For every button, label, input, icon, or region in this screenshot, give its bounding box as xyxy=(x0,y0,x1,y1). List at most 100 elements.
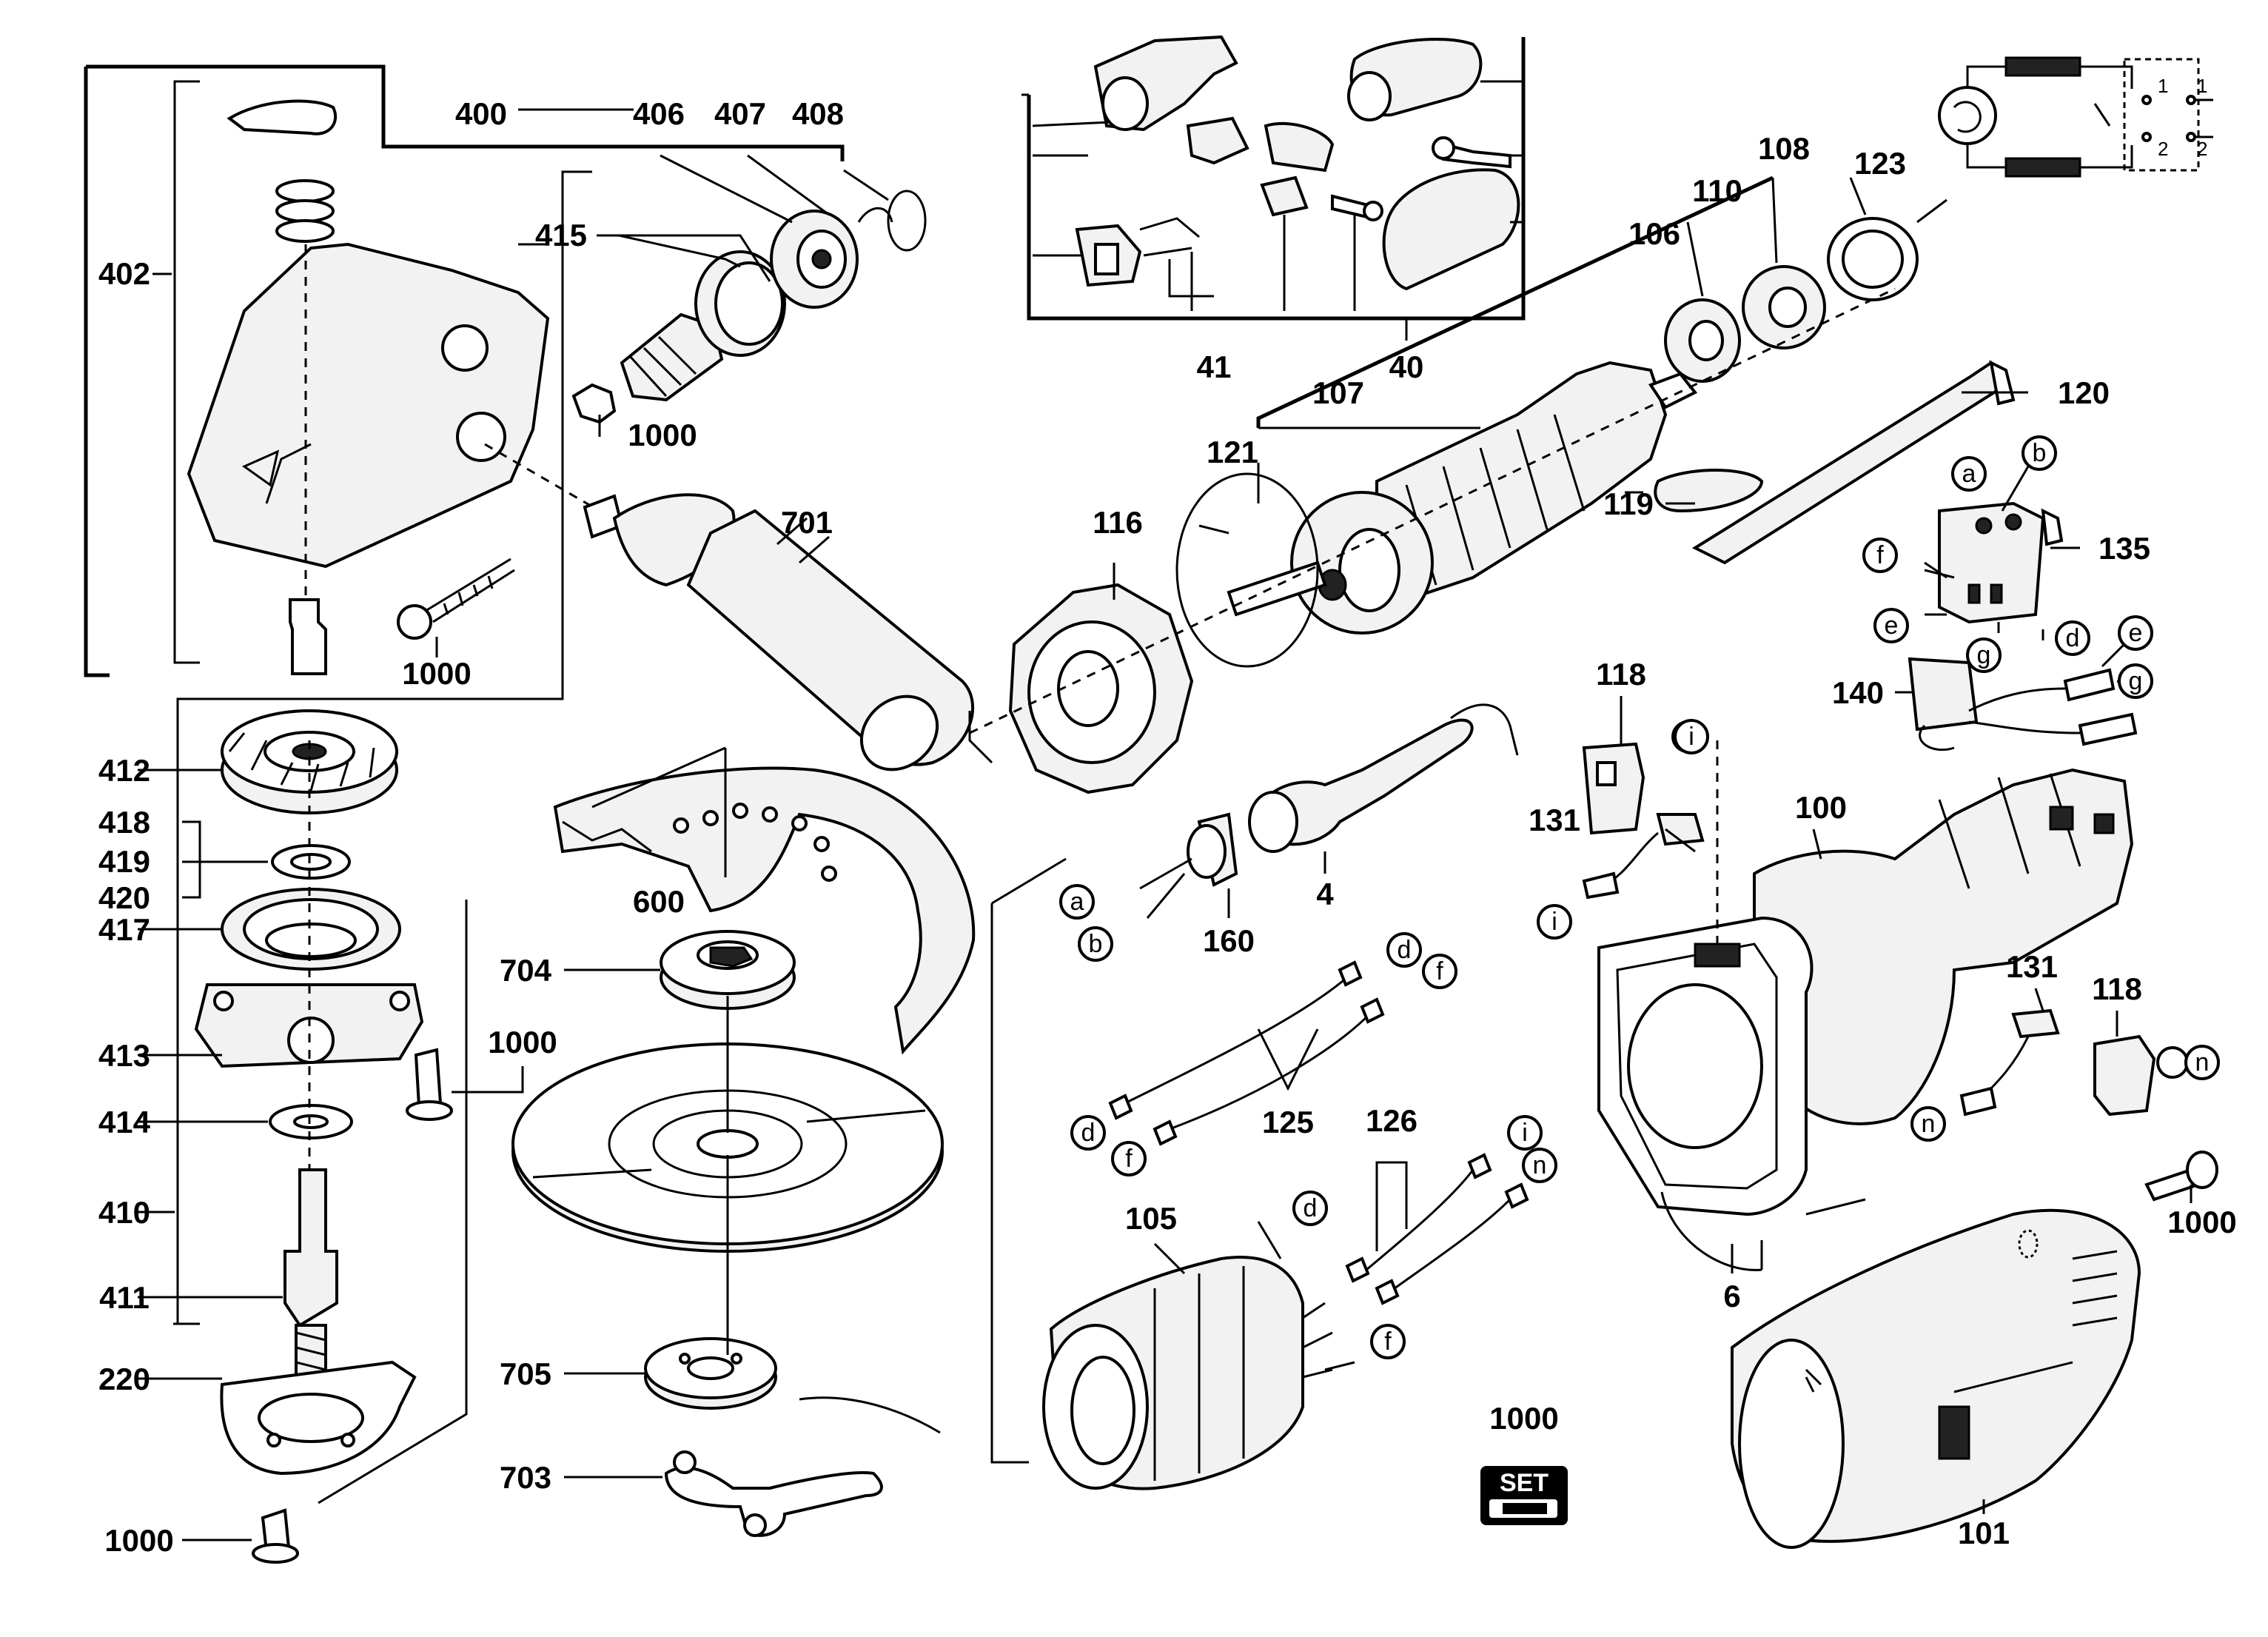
label-119: 119 xyxy=(1603,486,1654,521)
pinion-bearing xyxy=(694,250,786,357)
svg-text:f: f xyxy=(1436,957,1443,985)
part-number-labels: 400 402 406 407 408 415 1000 1000 701 41… xyxy=(98,96,2237,1558)
label-120: 120 xyxy=(2058,375,2110,410)
label-220: 220 xyxy=(98,1362,150,1396)
motor-housing xyxy=(1582,696,2189,1273)
wiring-schematic xyxy=(1938,56,2213,178)
brush-holder-group xyxy=(1021,35,1526,341)
wire-harness xyxy=(1108,960,1529,1305)
label-140: 140 xyxy=(1832,675,1884,710)
label-135: 135 xyxy=(2098,531,2150,566)
pin xyxy=(289,598,327,675)
terminal-2b: 2 xyxy=(2197,138,2207,160)
svg-text:i: i xyxy=(1688,723,1694,751)
cover-cap xyxy=(227,99,338,135)
label-701: 701 xyxy=(781,505,833,540)
label-406: 406 xyxy=(633,96,685,131)
label-105: 105 xyxy=(1125,1201,1177,1236)
svg-text:f: f xyxy=(1876,541,1884,569)
circlip xyxy=(887,190,927,252)
label-402: 402 xyxy=(98,256,150,291)
label-411: 411 xyxy=(99,1280,150,1315)
label-415: 415 xyxy=(535,218,587,252)
label-126: 126 xyxy=(1366,1103,1418,1138)
label-412: 412 xyxy=(98,753,150,788)
connector-f3: f xyxy=(1111,1141,1147,1176)
svg-text:e: e xyxy=(1885,612,1899,640)
label-160: 160 xyxy=(1203,923,1255,958)
label-1000-set: 1000 xyxy=(1489,1401,1558,1436)
label-1000-bottom: 1000 xyxy=(104,1523,173,1558)
screw-set-badge: SET xyxy=(1480,1466,1568,1525)
label-118-right: 118 xyxy=(2092,971,2142,1006)
label-413: 413 xyxy=(98,1038,150,1073)
label-110: 110 xyxy=(1692,173,1742,208)
label-107: 107 xyxy=(1312,375,1364,410)
label-121: 121 xyxy=(1207,435,1258,469)
label-123: 123 xyxy=(1854,146,1906,181)
label-414: 414 xyxy=(98,1105,151,1139)
svg-text:i: i xyxy=(1551,908,1557,936)
label-705: 705 xyxy=(500,1356,551,1391)
svg-text:n: n xyxy=(2195,1048,2210,1077)
connector-b2: b xyxy=(1078,926,1113,962)
label-417: 417 xyxy=(98,912,150,947)
label-400: 400 xyxy=(455,96,507,131)
connector-markers: a b f e g d e g i i n n a b d f d f i n … xyxy=(1059,435,2220,1359)
label-420: 420 xyxy=(98,880,150,915)
svg-text:b: b xyxy=(1089,930,1103,958)
label-131-left: 131 xyxy=(1529,803,1580,837)
label-116: 116 xyxy=(1093,505,1143,540)
connector-g2: g xyxy=(2118,663,2153,699)
svg-text:a: a xyxy=(1070,888,1084,916)
label-1000-screw: 1000 xyxy=(402,656,471,691)
label-100: 100 xyxy=(1795,790,1847,825)
svg-text:a: a xyxy=(1962,460,1976,488)
label-108: 108 xyxy=(1758,131,1810,166)
bearing-407 xyxy=(770,210,859,309)
connector-b1: b xyxy=(2022,435,2057,471)
power-cable-group xyxy=(990,703,1519,1464)
label-125: 125 xyxy=(1262,1105,1314,1139)
label-101: 101 xyxy=(1958,1516,2010,1550)
label-1000-cover: 1000 xyxy=(2167,1205,2236,1239)
svg-text:n: n xyxy=(1533,1151,1547,1179)
switch-terminal-numbers: 1 1 2 2 xyxy=(2158,75,2207,160)
connector-d3: d xyxy=(1070,1115,1106,1151)
label-410: 410 xyxy=(98,1195,150,1230)
svg-text:i: i xyxy=(1522,1119,1528,1147)
label-419: 419 xyxy=(98,844,150,879)
svg-text:f: f xyxy=(1125,1145,1133,1173)
label-41: 41 xyxy=(1197,349,1232,384)
switch-group xyxy=(1654,360,2138,751)
label-704: 704 xyxy=(500,953,552,988)
svg-text:d: d xyxy=(1304,1194,1318,1222)
connector-n2: n xyxy=(1910,1106,1946,1142)
label-600: 600 xyxy=(633,884,685,919)
terminal-2a: 2 xyxy=(2158,138,2168,160)
connector-d1: d xyxy=(2055,620,2090,656)
connector-f2: f xyxy=(1422,954,1457,989)
connector-f1: f xyxy=(1862,538,1898,573)
label-40: 40 xyxy=(1389,349,1424,384)
set-badge-text: SET xyxy=(1500,1469,1549,1497)
svg-text:f: f xyxy=(1384,1328,1392,1356)
svg-text:g: g xyxy=(2129,667,2143,695)
connector-n3: n xyxy=(1522,1148,1557,1183)
spindle-stack xyxy=(138,709,524,1564)
motor-cover xyxy=(1731,1151,2218,1549)
connector-f4: f xyxy=(1370,1324,1406,1359)
connector-i3: i xyxy=(1507,1115,1543,1151)
connector-a2: a xyxy=(1059,884,1095,920)
svg-text:d: d xyxy=(1081,1119,1096,1147)
label-1000-nut: 1000 xyxy=(628,418,697,452)
svg-text:n: n xyxy=(1922,1110,1936,1138)
armature-group xyxy=(968,175,1947,794)
guard-and-disc xyxy=(511,746,976,1537)
terminal-1b: 1 xyxy=(2197,75,2207,97)
spring xyxy=(275,179,335,243)
label-131-right: 131 xyxy=(2006,949,2058,984)
label-408: 408 xyxy=(792,96,844,131)
terminal-1a: 1 xyxy=(2158,75,2168,97)
